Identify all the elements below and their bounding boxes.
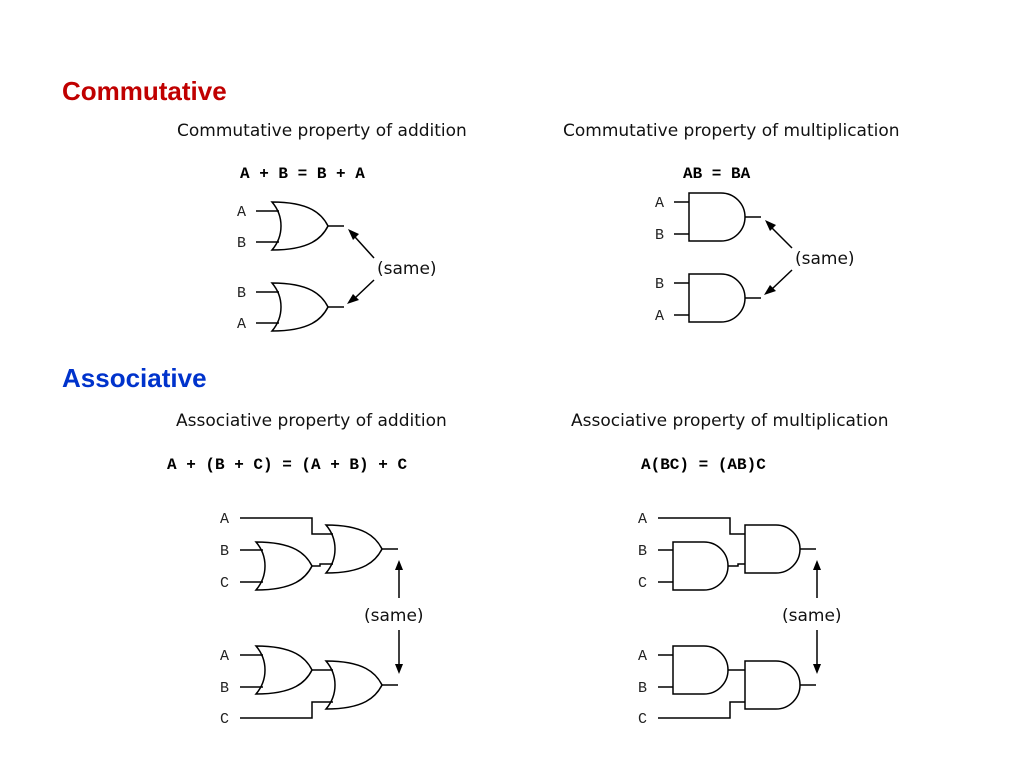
commutative-title: Commutative [62,76,227,106]
associative-title: Associative [62,363,207,393]
input-label: A [638,648,647,665]
input-label: A [655,195,664,212]
commutative-multiplication-caption: Commutative property of multiplication [563,121,900,141]
same-label: (same) [782,606,842,626]
input-label: B [237,235,246,252]
input-label: A [655,308,664,325]
input-label: B [638,543,647,560]
inner-output-wire [312,563,333,567]
or-gate-inner [254,541,313,591]
input-label: B [655,227,664,244]
commutative-addition-caption: Commutative property of addition [177,121,467,141]
same-arrow-down [771,269,793,290]
input-label: B [638,680,647,697]
same-arrow-up [771,227,793,249]
input-label: A [220,511,229,528]
wire-a [240,517,333,535]
or-gate-outer [324,660,383,710]
same-label: (same) [364,606,424,626]
associative-addition-equation: A + (B + C) = (A + B) + C [167,456,408,474]
associative-multiplication-equation: A(BC) = (AB)C [641,456,766,474]
or-gate-outer [324,524,383,574]
input-label: A [237,316,246,333]
same-label: (same) [377,259,437,279]
input-label: B [220,680,229,697]
or-gate-top [270,201,329,251]
wire-a [658,517,745,535]
associative-multiplication-caption: Associative property of multiplication [571,411,889,431]
and-gate-outer [744,524,801,574]
input-label: A [638,511,647,528]
input-label: B [655,276,664,293]
input-label: A [237,204,246,221]
or-gate-bottom [270,282,329,332]
and-gate-outer [744,660,801,710]
and-gate-inner [672,645,729,695]
input-label: B [237,285,246,302]
or-gate-inner [254,645,313,695]
commutative-addition-equation: A + B = B + A [240,165,365,183]
same-label: (same) [795,249,855,269]
and-gate-bottom [688,273,746,323]
input-label: C [220,575,229,592]
wire-c [658,701,745,719]
and-gate-top [688,192,746,242]
inner-output-wire [728,563,745,567]
input-label: C [638,711,647,728]
associative-addition-caption: Associative property of addition [176,411,447,431]
wire-c [240,701,333,719]
and-gate-inner [672,541,729,591]
input-label: B [220,543,229,560]
input-label: A [220,648,229,665]
input-label: C [220,711,229,728]
same-arrow-down [354,279,375,299]
commutative-multiplication-equation: AB = BA [683,165,751,183]
input-label: C [638,575,647,592]
same-arrow-up [354,236,375,259]
